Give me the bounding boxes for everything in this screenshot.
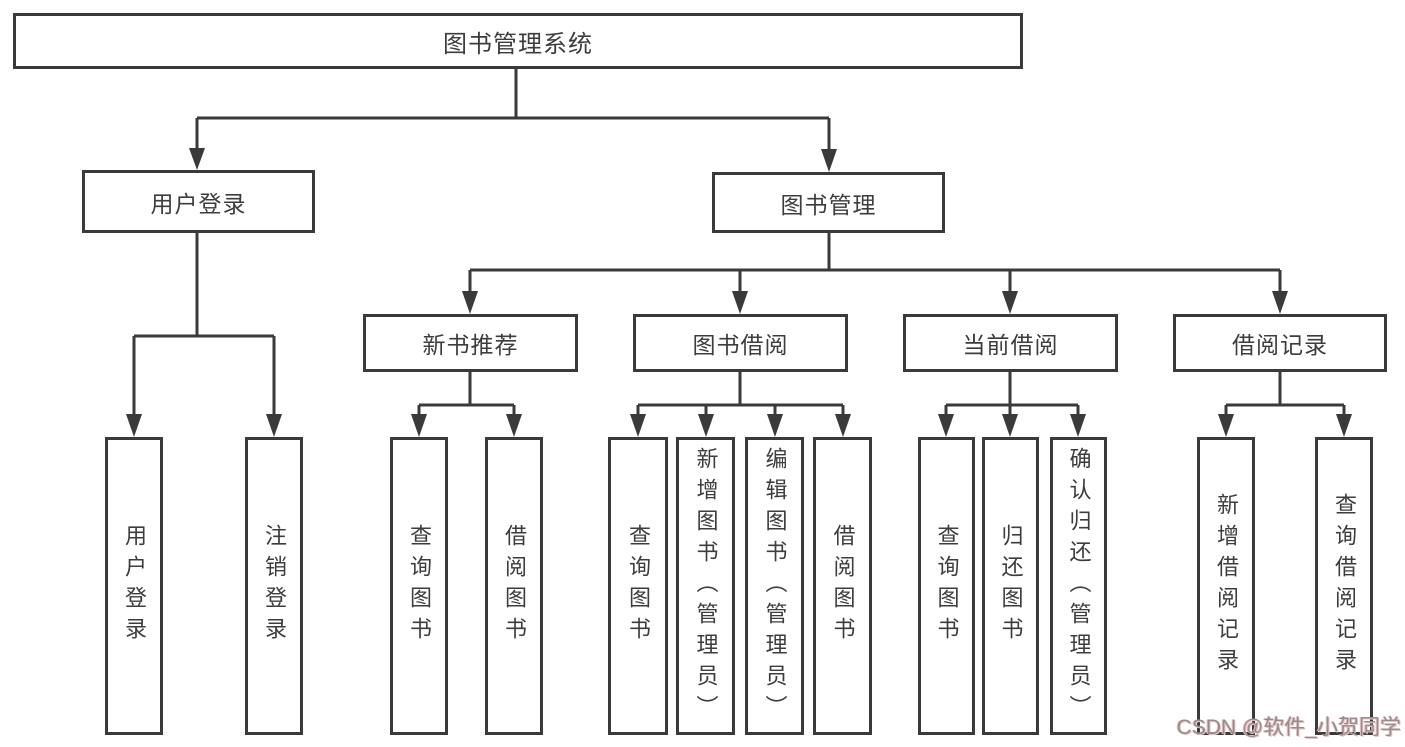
arrowhead xyxy=(1002,414,1018,437)
leaf-query-borrow-record: 查询借阅记录 xyxy=(1315,437,1373,735)
connector-user-login xyxy=(132,233,276,418)
node-label: 图书借阅 xyxy=(692,332,789,358)
node-new-book-recommend: 新书推荐 xyxy=(363,314,578,372)
leaf-add-books-admin: 新增图书（管理员） xyxy=(676,437,735,735)
arrowhead xyxy=(1002,291,1018,314)
node-label: 图书管理 xyxy=(780,191,877,218)
node-label: 归还图书 xyxy=(998,524,1024,648)
node-borrowing-records: 借阅记录 xyxy=(1173,314,1387,372)
node-label: 用户登录 xyxy=(150,190,247,217)
node-label: 查询图书 xyxy=(626,524,651,648)
arrowheads xyxy=(126,148,1352,437)
node-label: 新书推荐 xyxy=(422,332,519,358)
node-label: 编辑图书（管理员） xyxy=(762,446,788,726)
node-system-root: 图书管理系统 xyxy=(13,13,1023,69)
csdn-watermark: CSDN @软件_小贺同学 xyxy=(1176,716,1401,739)
connector-records xyxy=(1224,372,1346,419)
node-label: 新增图书（管理员） xyxy=(693,446,719,726)
node-label: 查询图书 xyxy=(407,524,432,648)
arrowhead xyxy=(767,414,783,437)
leaf-query-books-current: 查询图书 xyxy=(918,437,975,735)
arrowhead xyxy=(835,414,851,437)
arrowhead xyxy=(1070,414,1086,437)
arrowhead xyxy=(938,414,954,437)
leaf-borrow-books: 借阅图书 xyxy=(813,437,872,735)
node-book-borrowing: 图书借阅 xyxy=(633,314,848,372)
connector-book-mgmt xyxy=(468,233,1282,296)
node-label: 用户登录 xyxy=(122,524,147,648)
node-book-management: 图书管理 xyxy=(712,172,945,233)
node-label: 查询借阅记录 xyxy=(1332,493,1357,679)
node-label: 确认归还（管理员） xyxy=(1066,446,1092,726)
leaf-query-books-recommend: 查询图书 xyxy=(390,437,448,735)
connector-root xyxy=(195,69,831,152)
leaf-logout: 注销登录 xyxy=(245,437,303,735)
node-label: 新增借阅记录 xyxy=(1214,493,1239,679)
arrowhead xyxy=(821,149,837,172)
arrowhead xyxy=(1336,414,1352,437)
arrowhead xyxy=(266,414,282,437)
node-label: 借阅记录 xyxy=(1232,332,1328,358)
arrowhead xyxy=(1272,291,1288,314)
node-label: 图书管理系统 xyxy=(443,30,593,58)
connector-current xyxy=(944,372,1080,419)
arrowhead xyxy=(698,414,714,437)
leaf-confirm-return-admin: 确认归还（管理员） xyxy=(1050,437,1107,735)
arrowhead xyxy=(630,414,646,437)
arrowhead xyxy=(126,414,142,437)
node-label: 当前借阅 xyxy=(962,332,1059,358)
arrowhead xyxy=(506,414,522,437)
connector-borrowing xyxy=(636,372,845,419)
arrowhead xyxy=(462,291,478,314)
leaf-user-login: 用户登录 xyxy=(105,437,163,735)
leaf-borrow-books-recommend: 借阅图书 xyxy=(485,437,543,735)
node-label: 借阅图书 xyxy=(502,524,527,648)
arrowhead xyxy=(411,414,427,437)
node-label: 借阅图书 xyxy=(830,524,856,648)
node-label: 注销登录 xyxy=(262,524,287,648)
arrowhead xyxy=(189,148,205,170)
arrowhead xyxy=(732,291,748,314)
connector-new-books xyxy=(417,372,516,419)
node-user-login: 用户登录 xyxy=(82,170,315,233)
leaf-edit-books-admin: 编辑图书（管理员） xyxy=(745,437,804,735)
leaf-query-books-borrowing: 查询图书 xyxy=(608,437,668,735)
arrowhead xyxy=(1218,414,1234,437)
leaf-add-borrow-record: 新增借阅记录 xyxy=(1197,437,1255,735)
leaf-return-books: 归还图书 xyxy=(982,437,1039,735)
node-label: 查询图书 xyxy=(934,524,960,648)
node-current-borrowing: 当前借阅 xyxy=(903,314,1118,372)
